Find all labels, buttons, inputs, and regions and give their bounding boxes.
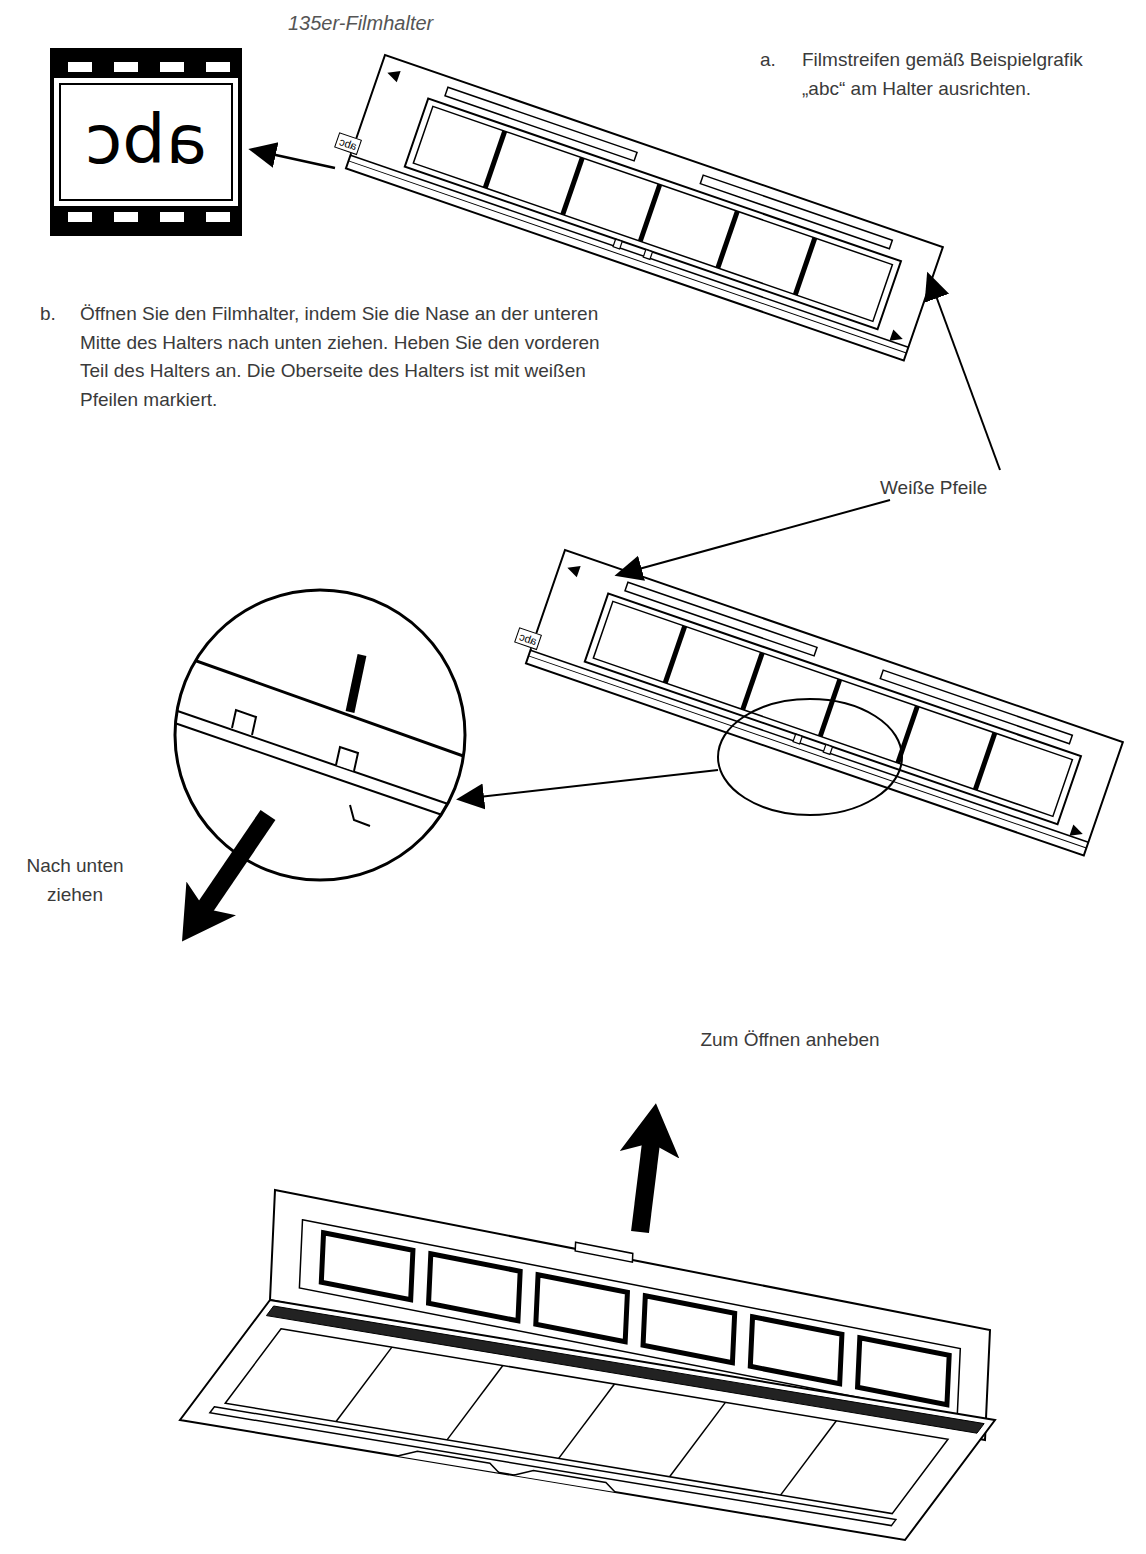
callout-label: Weiße Pfeile	[880, 474, 1080, 503]
step-letter: a.	[760, 46, 800, 75]
title: 135er-Filmhalter	[288, 8, 433, 38]
step-text: Filmstreifen gemäß Beispielgrafik „abc“ …	[802, 46, 1122, 103]
film-frame-example: abc	[50, 48, 242, 236]
action-label: Zum Öffnen anheben	[690, 1026, 890, 1055]
frame-text: abc	[54, 100, 238, 180]
step-letter: b.	[40, 300, 80, 329]
step-text: Öffnen Sie den Filmhalter, indem Sie die…	[80, 300, 620, 414]
action-label: Nach unten ziehen	[10, 852, 140, 909]
